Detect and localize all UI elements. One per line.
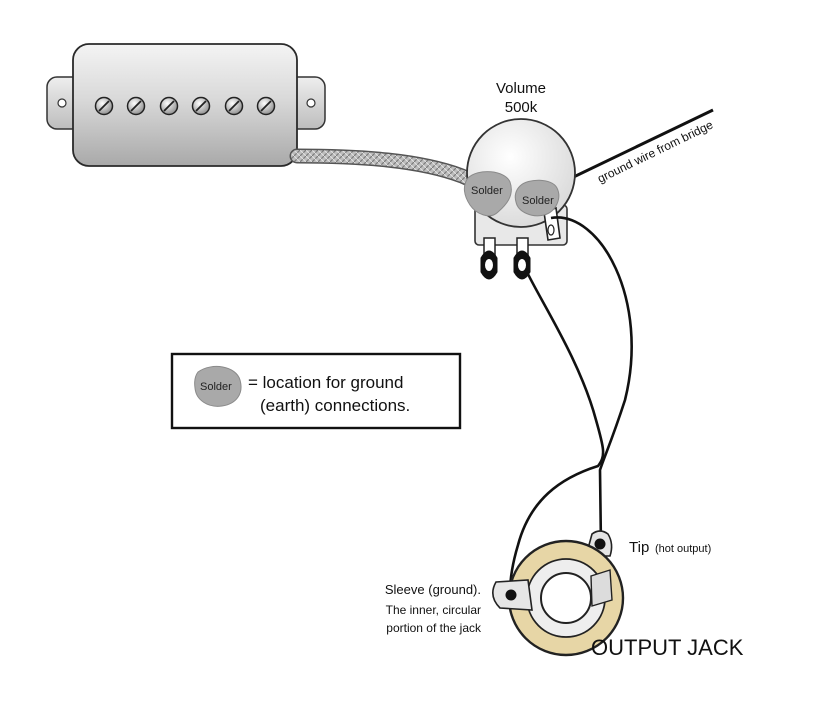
tip-note: (hot output) [655, 543, 711, 555]
pole-piece [159, 96, 179, 116]
volume-value: 500k [505, 99, 538, 116]
legend-solder-blob [194, 365, 242, 407]
sleeve-lug [492, 579, 533, 611]
volume-title: Volume [496, 80, 546, 97]
solder-label-left: Solder [471, 185, 503, 197]
pole-pieces [94, 96, 276, 116]
mounting-hole-right [306, 98, 316, 108]
solder-blob-right [514, 179, 560, 217]
bridge-wire-label: ground wire from bridge [595, 117, 715, 185]
pickup [46, 43, 326, 167]
sleeve-label-line-2: The inner, circular [386, 603, 481, 617]
wire-pot-ground-to-jack [550, 216, 633, 549]
legend-line-2: (earth) connections. [260, 396, 410, 415]
output-jack [492, 530, 625, 657]
solder-blob-left [463, 171, 512, 217]
pot-lug-left [480, 237, 498, 280]
solder-label-right: Solder [522, 195, 554, 207]
jack-tip-contact [590, 569, 613, 607]
pole-piece [126, 96, 146, 116]
jack-hole [540, 572, 592, 624]
mounting-hole-left [57, 98, 67, 108]
volume-pot: Solder Solder [463, 118, 576, 280]
pole-piece [94, 96, 114, 116]
pole-piece [224, 96, 244, 116]
pickup-cover [72, 43, 298, 167]
legend-line-1: = location for ground [248, 373, 403, 392]
legend: Solder = location for ground (earth) con… [170, 352, 462, 430]
pole-piece [256, 96, 276, 116]
legend-solder-label: Solder [200, 381, 232, 393]
sleeve-label-line-3: portion of the jack [386, 621, 482, 635]
pole-piece [191, 96, 211, 116]
sleeve-label-line-1: Sleeve (ground). [385, 582, 481, 597]
output-jack-title: OUTPUT JACK [591, 635, 744, 660]
tip-label: Tip [629, 539, 649, 556]
wire-pot-hot-to-jack [508, 269, 605, 594]
pot-lug-right [543, 206, 561, 241]
